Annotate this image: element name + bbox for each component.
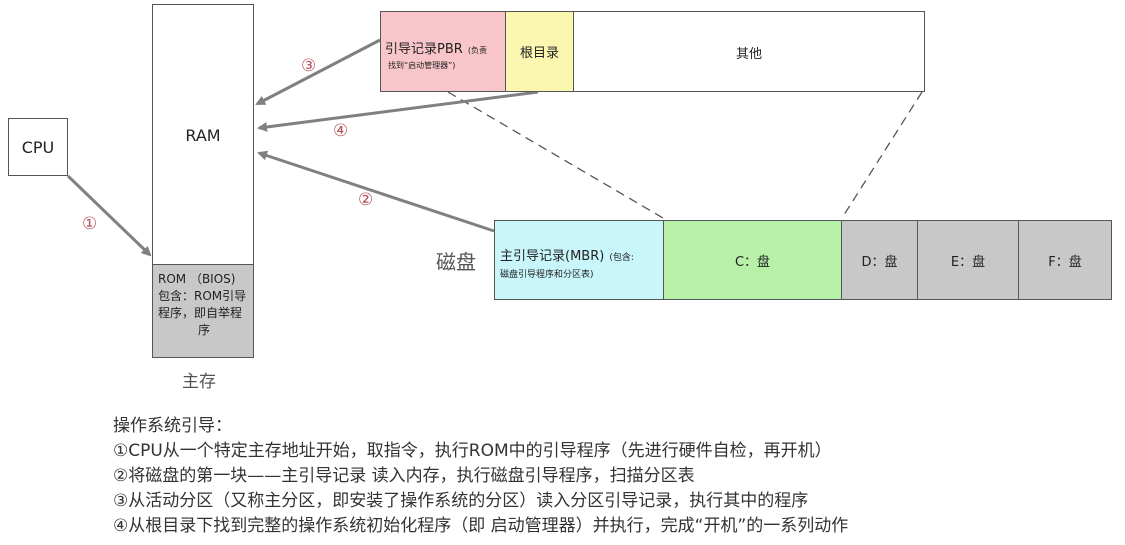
mbr-cell: 主引导记录(MBR) (包含: 磁盘引导程序和分区表): [495, 221, 664, 299]
boot-step: ②将磁盘的第一块——主引导记录 读入内存，执行磁盘引导程序，扫描分区表: [113, 466, 695, 486]
boot-steps: 操作系统引导： ①CPU从一个特定主存地址开始，取指令，执行ROM中的引导程序（…: [113, 414, 848, 539]
drive-c-label: C：盘: [734, 254, 771, 270]
pbr-note-1: (负责: [467, 46, 488, 55]
dashed-line-right: [841, 91, 923, 219]
drive-f-label: F：盘: [1048, 254, 1082, 270]
rom-text-line: ROM （BIOS): [158, 272, 236, 286]
arrow-mbr-to-ram: [257, 150, 495, 233]
partition-block: 引导记录PBR (负责 找到“启动管理器”) 根目录 其他: [380, 11, 925, 92]
drive-f-cell: F：盘: [1019, 221, 1111, 299]
disk-block: 主引导记录(MBR) (包含: 磁盘引导程序和分区表) C：盘 D：盘 E：盘 …: [494, 220, 1112, 300]
root-dir-cell: 根目录: [506, 12, 574, 91]
cpu-label: CPU: [21, 137, 55, 157]
arrow-pbr-to-ram: [255, 38, 381, 106]
main-memory-caption: 主存: [182, 372, 216, 392]
pbr-title: 引导记录PBR: [385, 42, 463, 57]
arrow-cpu-to-rom: [66, 174, 152, 257]
rom-section: ROM （BIOS) 包含：ROM引导 程序，即自举程 序: [153, 264, 253, 357]
dashed-line-left: [447, 91, 664, 219]
boot-steps-title: 操作系统引导：: [113, 416, 232, 436]
drive-d-cell: D：盘: [842, 221, 918, 299]
pbr-note-2: 找到“启动管理器”): [388, 61, 456, 70]
cpu-box: CPU: [8, 118, 68, 176]
drive-e-cell: E：盘: [918, 221, 1019, 299]
rom-text-line: 程序，即自举程: [158, 306, 243, 320]
step-marker-1: ①: [82, 214, 98, 234]
mbr-title: 主引导记录(MBR): [500, 249, 605, 264]
main-memory-box: RAM ROM （BIOS) 包含：ROM引导 程序，即自举程 序: [152, 4, 254, 358]
boot-step: ①CPU从一个特定主存地址开始，取指令，执行ROM中的引导程序（先进行硬件自检，…: [113, 441, 832, 461]
root-dir-label: 根目录: [519, 46, 559, 61]
pbr-cell: 引导记录PBR (负责 找到“启动管理器”): [381, 12, 506, 91]
step-marker-3: ③: [301, 56, 317, 76]
step-marker-2: ②: [358, 190, 374, 210]
drive-d-label: D：盘: [861, 254, 898, 270]
drive-e-label: E：盘: [950, 254, 986, 270]
mbr-note-2: 磁盘引导程序和分区表): [500, 270, 594, 280]
mbr-note-1: (包含:: [609, 253, 634, 263]
ram-label: RAM: [185, 125, 221, 145]
step-marker-4: ④: [333, 121, 349, 141]
boot-step: ③从活动分区（又称主分区，即安装了操作系统的分区）读入分区引导记录，执行其中的程…: [113, 491, 809, 511]
drive-c-cell: C：盘: [664, 221, 842, 299]
boot-step: ④从根目录下找到完整的操作系统初始化程序（即 启动管理器）并执行，完成“开机”的…: [113, 516, 849, 536]
rom-text-line: 包含：ROM引导: [158, 289, 247, 303]
other-cell: 其他: [574, 12, 924, 91]
disk-caption: 磁盘: [436, 250, 476, 274]
rom-text-line: 序: [198, 323, 211, 337]
other-label: 其他: [735, 46, 762, 62]
arrow-rootdir-to-ram: [257, 90, 539, 132]
